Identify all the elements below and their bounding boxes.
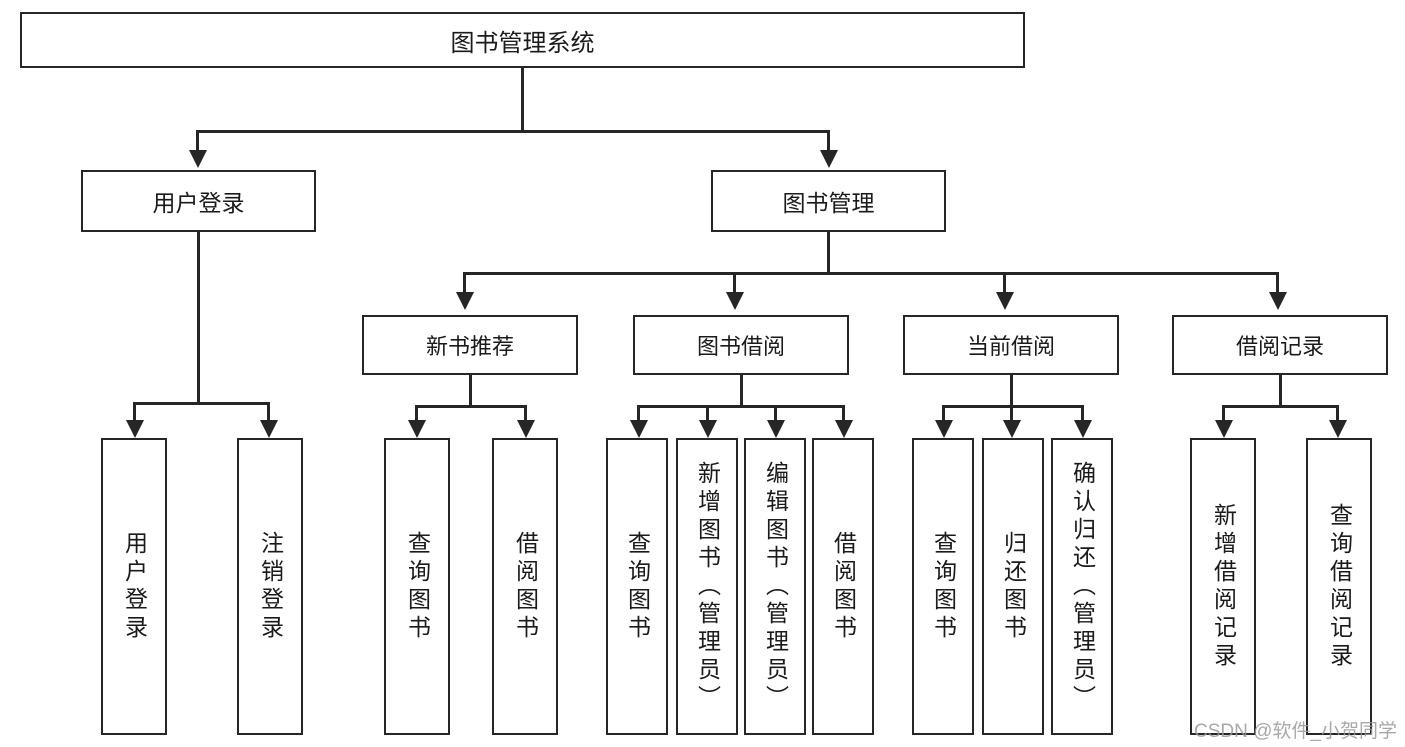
arrow-to-leaf-logout (260, 420, 278, 438)
connector-new-book-bus (415, 405, 527, 408)
connector-book-borrow-drop-4 (842, 405, 845, 423)
leaf-borrow-book-recommend[interactable]: 借阅图书 (492, 438, 558, 735)
node-label: 查询图书 (404, 530, 431, 643)
connector-book-borrow-stem (740, 375, 743, 407)
arrow-to-leaf-return-book (1003, 420, 1021, 438)
node-label: 查询借阅记录 (1326, 502, 1353, 671)
node-label: 新增借阅记录 (1210, 502, 1237, 671)
leaf-add-borrow-record[interactable]: 新增借阅记录 (1190, 438, 1256, 735)
connector-root-bus (196, 130, 828, 133)
connector-user-login-drop-1 (133, 402, 136, 422)
node-label: 用户登录 (152, 190, 245, 216)
node-label: 图书管理系统 (450, 29, 595, 57)
connector-current-borrow-drop-2 (1010, 405, 1013, 423)
arrow-to-current-borrow (996, 292, 1014, 310)
arrow-to-leaf-query-record (1329, 420, 1347, 438)
node-label: 借阅图书 (830, 530, 857, 643)
arrow-to-leaf-confirm-return (1074, 420, 1092, 438)
node-label: 借阅图书 (512, 530, 539, 643)
connector-current-borrow-bus (942, 405, 1084, 408)
arrow-to-leaf-query-book-2 (630, 420, 648, 438)
node-book-borrow[interactable]: 图书借阅 (633, 315, 849, 375)
arrow-to-leaf-edit-book (767, 420, 785, 438)
leaf-confirm-return-admin[interactable]: 确认归还（管理员） (1051, 438, 1113, 735)
leaf-query-borrow-record[interactable]: 查询借阅记录 (1306, 438, 1372, 735)
node-label: 新增图书（管理员） (694, 460, 721, 713)
connector-borrow-record-drop-2 (1336, 405, 1339, 423)
leaf-query-book-borrow[interactable]: 查询图书 (606, 438, 668, 735)
node-label: 查询图书 (930, 530, 957, 643)
connector-borrow-record-bus (1222, 405, 1339, 408)
arrow-to-book-borrow (726, 292, 744, 310)
node-label: 归还图书 (1000, 530, 1027, 643)
connector-new-book-stem (469, 375, 472, 407)
connector-book-mgmt-drop-3 (1003, 272, 1006, 294)
node-borrow-record[interactable]: 借阅记录 (1172, 315, 1388, 375)
connector-current-borrow-stem (1010, 375, 1013, 407)
arrow-to-borrow-record (1269, 292, 1287, 310)
node-user-login[interactable]: 用户登录 (81, 170, 316, 232)
leaf-logout[interactable]: 注销登录 (237, 438, 303, 735)
node-label: 新书推荐 (425, 334, 514, 359)
connector-book-borrow-bus (637, 405, 845, 408)
arrow-to-user-login (189, 150, 207, 168)
leaf-borrow-book[interactable]: 借阅图书 (812, 438, 874, 735)
node-label: 借阅记录 (1235, 334, 1324, 359)
arrow-to-leaf-query-book-1 (408, 420, 426, 438)
node-label: 注销登录 (257, 530, 284, 643)
arrow-to-leaf-query-book-3 (935, 420, 953, 438)
connector-book-mgmt-stem (827, 232, 830, 274)
connector-current-borrow-drop-1 (942, 405, 945, 423)
connector-current-borrow-drop-3 (1081, 405, 1084, 423)
leaf-return-book[interactable]: 归还图书 (982, 438, 1044, 735)
arrow-to-leaf-user-login (126, 420, 144, 438)
connector-borrow-record-stem (1279, 375, 1282, 407)
node-label: 当前借阅 (966, 334, 1055, 359)
arrow-to-book-mgmt (820, 150, 838, 168)
leaf-query-book-current[interactable]: 查询图书 (912, 438, 974, 735)
connector-new-book-drop-1 (415, 405, 418, 423)
node-new-book-recommend[interactable]: 新书推荐 (362, 315, 578, 375)
node-label: 查询图书 (624, 530, 651, 643)
node-label: 编辑图书（管理员） (762, 460, 789, 713)
leaf-user-login[interactable]: 用户登录 (101, 438, 167, 735)
node-current-borrow[interactable]: 当前借阅 (903, 315, 1119, 375)
connector-root-stem (521, 68, 524, 132)
node-root-system[interactable]: 图书管理系统 (20, 12, 1025, 68)
connector-user-login-bus (133, 402, 270, 405)
connector-book-mgmt-bus (463, 272, 1279, 275)
connector-root-to-book-mgmt (827, 130, 830, 152)
connector-book-mgmt-drop-4 (1276, 272, 1279, 294)
arrow-to-leaf-borrow-book-2 (835, 420, 853, 438)
connector-book-borrow-drop-2 (706, 405, 709, 423)
arrow-to-leaf-add-book (699, 420, 717, 438)
arrow-to-leaf-borrow-book-1 (517, 420, 535, 438)
connector-borrow-record-drop-1 (1222, 405, 1225, 423)
connector-book-borrow-drop-3 (774, 405, 777, 423)
arrow-to-new-book-recommend (456, 292, 474, 310)
node-label: 用户登录 (121, 530, 148, 643)
node-label: 图书管理 (782, 190, 875, 216)
node-book-management[interactable]: 图书管理 (711, 170, 946, 232)
connector-book-mgmt-drop-1 (463, 272, 466, 294)
leaf-edit-book-admin[interactable]: 编辑图书（管理员） (744, 438, 806, 735)
connector-new-book-drop-2 (524, 405, 527, 423)
connector-user-login-stem (197, 232, 200, 404)
leaf-add-book-admin[interactable]: 新增图书（管理员） (676, 438, 738, 735)
connector-book-mgmt-drop-2 (733, 272, 736, 294)
connector-root-to-user-login (196, 130, 199, 152)
leaf-query-book-recommend[interactable]: 查询图书 (384, 438, 450, 735)
node-label: 确认归还（管理员） (1069, 460, 1096, 713)
node-label: 图书借阅 (696, 334, 785, 359)
connector-book-borrow-drop-1 (637, 405, 640, 423)
arrow-to-leaf-add-record (1215, 420, 1233, 438)
connector-user-login-drop-2 (267, 402, 270, 422)
